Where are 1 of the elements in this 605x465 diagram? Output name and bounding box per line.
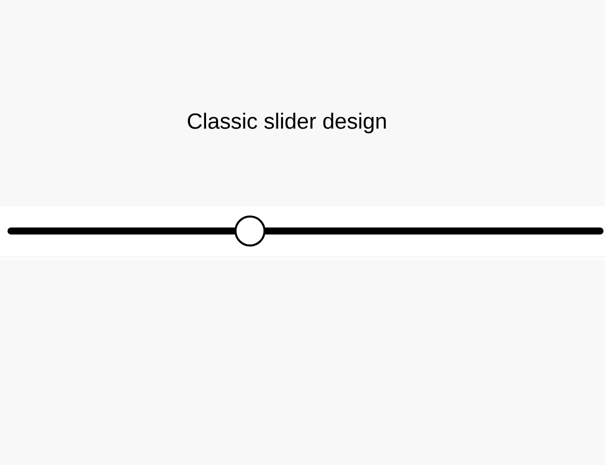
- title: Classic slider design: [188, 112, 386, 134]
